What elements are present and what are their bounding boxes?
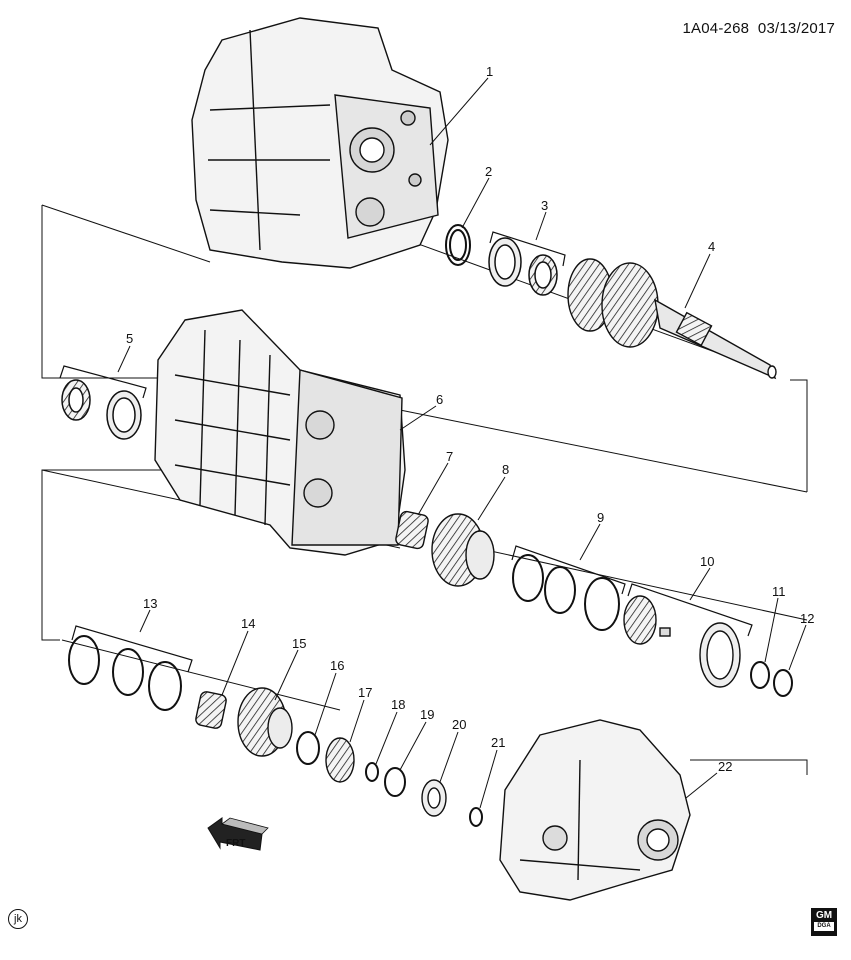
callout-16: 16 xyxy=(330,658,344,673)
callout-numbers: 1 2 3 4 5 6 7 8 9 10 11 12 13 14 15 16 1… xyxy=(126,64,814,774)
phantom-line-right-lower xyxy=(690,759,808,775)
part-2-snap-ring xyxy=(445,224,471,266)
leader-line-21 xyxy=(479,749,498,809)
part-17-gear xyxy=(325,737,355,783)
leader-line-9 xyxy=(579,523,601,561)
leader-line-18 xyxy=(375,711,398,765)
leader-line-5 xyxy=(117,345,131,373)
part-16-thrust-washer xyxy=(296,731,320,765)
gm-logo-subtext: DGA xyxy=(814,922,834,931)
leader-line-3 xyxy=(535,211,547,241)
phantom-line-upper-diag xyxy=(41,204,211,263)
phantom-line-bottom-diag xyxy=(61,639,341,711)
part-3-bearing-assembly xyxy=(488,231,566,296)
phantom-line-left-lower xyxy=(41,469,178,641)
phantom-line-mid-diag xyxy=(399,409,808,493)
leader-line-14 xyxy=(221,630,249,696)
phantom-lines xyxy=(41,204,808,775)
callout-22: 22 xyxy=(718,759,732,774)
leader-line-6 xyxy=(399,405,437,431)
callout-11: 11 xyxy=(772,584,786,599)
diagram-id: 1A04-268 xyxy=(682,20,750,37)
part-7-needle-bearing xyxy=(395,510,429,550)
callout-1: 1 xyxy=(486,64,493,79)
callout-2: 2 xyxy=(485,164,492,179)
leader-line-11 xyxy=(764,597,779,663)
part-5-bearing xyxy=(59,365,147,440)
callout-18: 18 xyxy=(391,697,405,712)
phantom-line-left-upper xyxy=(41,205,158,379)
leader-line-12 xyxy=(788,624,807,671)
diagram-date: 03/13/2017 xyxy=(757,20,835,37)
leader-line-7 xyxy=(417,462,449,516)
callout-3: 3 xyxy=(541,198,548,213)
gm-logo-text: GM xyxy=(815,910,833,921)
part-21-snap-ring xyxy=(469,807,483,827)
callout-20: 20 xyxy=(452,717,466,732)
leader-line-1 xyxy=(429,77,489,146)
part-15-gear xyxy=(237,687,293,757)
part-13-synchronizer-rings xyxy=(68,625,193,711)
callout-13: 13 xyxy=(143,596,157,611)
leader-line-10 xyxy=(689,567,711,601)
leader-line-16 xyxy=(314,672,337,736)
part-10-synchronizer-assembly xyxy=(623,583,753,688)
callout-12: 12 xyxy=(800,611,814,626)
callout-5: 5 xyxy=(126,331,133,346)
diagram-header: 1A04-268 03/13/2017 xyxy=(683,20,835,37)
callout-10: 10 xyxy=(700,554,714,569)
part-8-gear xyxy=(431,513,495,587)
part-11-snap-ring xyxy=(750,661,770,689)
leader-line-20 xyxy=(439,731,459,783)
part-12-snap-ring xyxy=(773,669,793,697)
callout-17: 17 xyxy=(358,685,372,700)
leader-line-2 xyxy=(461,177,490,229)
callout-8: 8 xyxy=(502,462,509,477)
callout-15: 15 xyxy=(292,636,306,651)
part-20-bearing xyxy=(421,779,447,817)
leader-line-8 xyxy=(477,476,506,521)
callout-9: 9 xyxy=(597,510,604,525)
front-direction-arrow: FRT xyxy=(207,817,269,851)
front-arrow-label: FRT xyxy=(226,838,245,849)
part-4-input-shaft xyxy=(567,258,777,380)
part-1-clutch-housing xyxy=(191,17,449,269)
leader-line-19 xyxy=(399,721,427,771)
callout-19: 19 xyxy=(420,707,434,722)
part-19-snap-ring xyxy=(384,767,406,797)
leader-line-17 xyxy=(349,699,365,743)
part-18-snap-ring xyxy=(365,762,379,782)
callout-7: 7 xyxy=(446,449,453,464)
leader-line-15 xyxy=(274,649,299,701)
leader-lines xyxy=(117,77,807,809)
part-22-extension-housing xyxy=(499,719,691,901)
callout-14: 14 xyxy=(241,616,255,631)
leader-line-22 xyxy=(685,772,718,799)
leader-line-4 xyxy=(684,253,711,309)
part-9-synchronizer-rings xyxy=(511,545,626,631)
callout-21: 21 xyxy=(491,735,505,750)
phantom-line-shaft xyxy=(439,539,808,621)
part-14-needle-bearing xyxy=(195,691,227,729)
gm-logo: GM DGA xyxy=(811,908,837,936)
callout-4: 4 xyxy=(708,239,715,254)
part-6-transmission-case xyxy=(154,309,406,556)
figure-mark: jk xyxy=(8,909,28,929)
leader-line-13 xyxy=(139,609,151,633)
phantom-line-right-upper xyxy=(790,379,808,492)
callout-6: 6 xyxy=(436,392,443,407)
